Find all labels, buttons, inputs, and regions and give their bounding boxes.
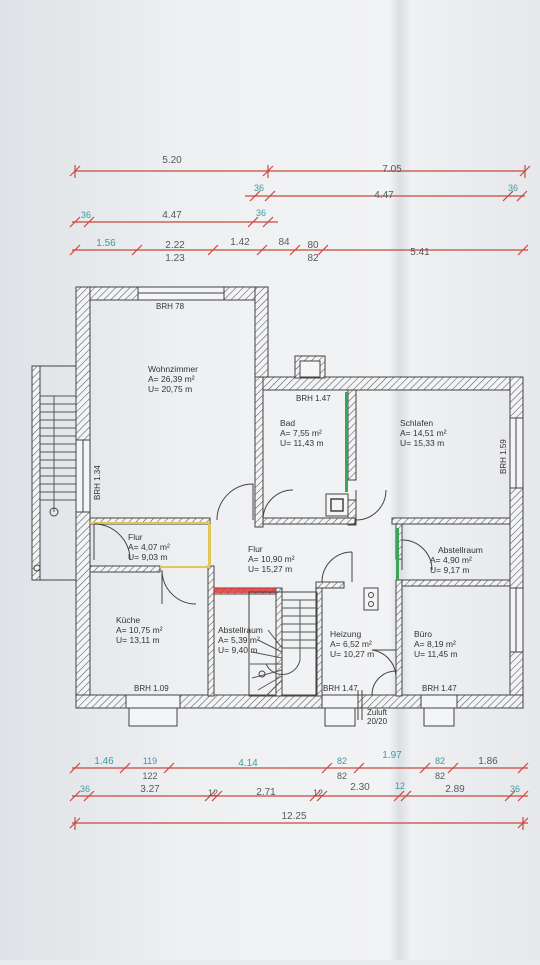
window-label: BRH 1.09	[134, 684, 169, 693]
chimney-shaft	[325, 493, 349, 517]
room-name: Wohnzimmer	[148, 364, 198, 374]
dim-label: 36	[510, 784, 520, 794]
zuluft-label: Zuluft	[367, 708, 388, 717]
dim-label: 12	[208, 788, 218, 798]
dim-label: 82	[435, 771, 445, 781]
dim-label: 5.20	[162, 155, 182, 166]
dim-label: 4.47	[374, 190, 394, 201]
dim-label: 2.71	[256, 787, 276, 798]
dim-label: 82	[435, 756, 445, 766]
dim-label: 119	[143, 756, 157, 766]
doors	[93, 483, 433, 696]
room-name: Abstellraum	[218, 625, 263, 635]
dim-label: 36	[256, 208, 266, 218]
dim-label: 36	[81, 210, 91, 220]
window-label: BRH 1.47	[296, 394, 331, 403]
room-perimeter: U= 9,03 m	[128, 552, 167, 562]
dim-label: 82	[307, 253, 319, 264]
boiler-unit	[363, 587, 379, 611]
room-perimeter: U= 11,43 m	[280, 438, 324, 448]
dim-label: 1.97	[382, 750, 402, 761]
room-name: Flur	[248, 544, 263, 554]
room-name: Bad	[280, 418, 295, 428]
room-perimeter: U= 11,45 m	[414, 649, 458, 659]
room-name: Flur	[128, 532, 143, 542]
interior-staircase	[248, 591, 318, 697]
room-area: A= 4,90 m²	[430, 555, 472, 565]
room-perimeter: U= 15,27 m	[248, 564, 292, 574]
window-wohnzimmer-top	[137, 286, 225, 301]
window-buero-bottom	[420, 694, 458, 727]
dim-label: 1.56	[96, 238, 116, 249]
dim-label: 36	[254, 183, 264, 193]
window-right-lower	[509, 587, 524, 653]
room-perimeter: U= 13,11 m	[116, 635, 160, 645]
room-perimeter: U= 9,17 m	[430, 565, 469, 575]
window-label: BRH 1.34	[93, 465, 102, 500]
dim-label: 1.86	[478, 756, 498, 767]
room-area: A= 10,90 m²	[248, 554, 295, 564]
room-area: A= 6,52 m²	[330, 639, 372, 649]
room-name: Büro	[414, 629, 432, 639]
window-label: BRH 1.47	[422, 684, 457, 693]
dim-label: 4.47	[162, 210, 182, 221]
dim-label: 1.42	[230, 237, 250, 248]
room-area: A= 26,39 m²	[148, 374, 195, 384]
dim-label: 12.25	[281, 811, 306, 822]
dimension-chain-bottom: 1.46 119 4.14 82 1.97 82 1.86 122 82 82 …	[69, 750, 529, 830]
dim-label: 12	[395, 781, 405, 791]
exterior-walls	[75, 286, 524, 709]
dim-label: 82	[337, 756, 347, 766]
room-name: Schlafen	[400, 418, 433, 428]
dimension-chain-top: 5.20 7.05 36 4.47 36 36 4.47 36 1.56 2.2…	[69, 155, 531, 264]
dim-label: 2.22	[165, 240, 185, 251]
dim-label: 36	[80, 784, 90, 794]
window-label: BRH 1.59	[499, 439, 508, 474]
zuluft-size: 20/20	[367, 717, 388, 726]
exterior-stairs	[31, 365, 78, 581]
room-area: A= 8,19 m²	[414, 639, 456, 649]
window-label: BRH 1.47	[323, 684, 358, 693]
room-area: A= 5,39 m²	[218, 635, 260, 645]
color-marks	[90, 392, 399, 593]
room-labels: Wohnzimmer A= 26,39 m² U= 20,75 m Bad A=…	[116, 364, 483, 659]
dim-label: 2.30	[350, 782, 370, 793]
room-perimeter: U= 9,40 m	[218, 645, 257, 655]
dim-label: 1.23	[165, 253, 185, 264]
window-heizung-bottom	[321, 694, 359, 727]
dim-label: 36	[508, 183, 518, 193]
window-label: BRH 78	[156, 302, 185, 311]
dim-label: 1.46	[94, 756, 114, 767]
window-labels: BRH 78 BRH 1.47 BRH 1.34 BRH 1.59 BRH 1.…	[93, 302, 508, 726]
room-area: A= 14,51 m²	[400, 428, 447, 438]
dim-label: 12	[313, 788, 323, 798]
room-area: A= 4,07 m²	[128, 542, 170, 552]
dim-label: 7.05	[382, 164, 402, 175]
dim-label: 5.41	[410, 247, 430, 258]
window-kueche-bottom	[125, 694, 181, 727]
dim-label: 84	[278, 237, 290, 248]
room-perimeter: U= 10,27 m	[330, 649, 374, 659]
dim-label: 2.89	[445, 784, 465, 795]
dim-label: 82	[337, 771, 347, 781]
room-perimeter: U= 15,33 m	[400, 438, 444, 448]
chimney	[294, 355, 326, 379]
dim-label: 4.14	[238, 758, 258, 769]
room-name: Heizung	[330, 629, 361, 639]
dim-label: 3.27	[140, 784, 160, 795]
dim-label: 122	[142, 771, 157, 781]
window-left-side	[75, 439, 91, 513]
room-name: Abstellraum	[438, 545, 483, 555]
vent-duct	[357, 690, 363, 720]
window-right-side	[509, 417, 524, 489]
room-name: Küche	[116, 615, 140, 625]
room-area: A= 7,55 m²	[280, 428, 322, 438]
room-perimeter: U= 20,75 m	[148, 384, 192, 394]
dim-label: 80	[307, 240, 319, 251]
room-area: A= 10,75 m²	[116, 625, 163, 635]
